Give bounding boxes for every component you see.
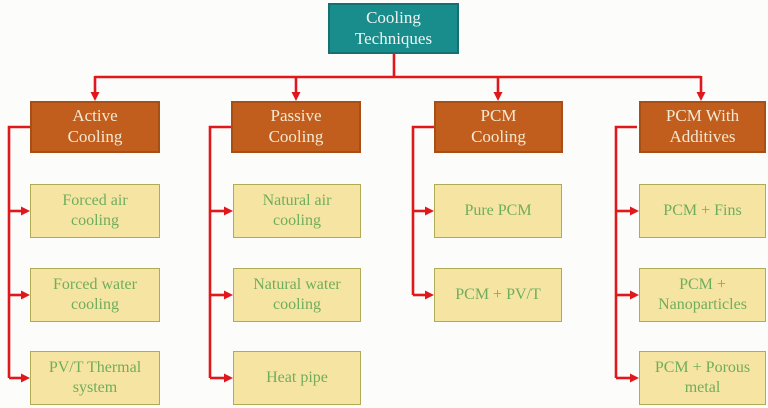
node-leaf-natural-water-cooling: Natural water cooling: [233, 268, 361, 322]
leaf-label: Heat pipe: [266, 369, 328, 387]
node-leaf-pcm-plus-nanoparticles: PCM + Nanoparticles: [639, 268, 766, 322]
rail-col-1: [7, 125, 30, 378]
node-leaf-forced-air-cooling: Forced air cooling: [30, 184, 160, 238]
leaf-label: Pure PCM: [464, 202, 532, 220]
header-label: Passive Cooling: [268, 106, 324, 146]
leaf-label: Natural air cooling: [262, 192, 332, 229]
leaf-label: PCM + Porous metal: [654, 359, 751, 396]
top-rail-line: [95, 54, 701, 79]
node-header-pcm-cooling: PCM Cooling: [434, 101, 563, 153]
node-leaf-pcm-plus-fins: PCM + Fins: [639, 184, 766, 238]
node-header-pcm-with-additives: PCM With Additives: [639, 101, 766, 153]
rail-col-4: [614, 125, 637, 378]
leaf-label: Forced air cooling: [62, 192, 128, 229]
leaf-label: Forced water cooling: [53, 276, 137, 313]
node-leaf-pvt-thermal-system: PV/T Thermal system: [30, 351, 160, 405]
leaf-label: PCM + Nanoparticles: [658, 276, 747, 313]
node-root-cooling-techniques: Cooling Techniques: [328, 3, 459, 54]
leaf-label: Natural water cooling: [253, 276, 341, 313]
root-label: Cooling Techniques: [354, 7, 433, 48]
leaf-label: PCM + Fins: [663, 202, 742, 220]
node-header-active-cooling: Active Cooling: [30, 101, 160, 153]
rail-col-3: [411, 125, 434, 295]
node-leaf-pcm-plus-pvt: PCM + PV/T: [434, 268, 562, 322]
node-leaf-heat-pipe: Heat pipe: [233, 351, 361, 405]
node-leaf-pcm-plus-porous-metal: PCM + Porous metal: [639, 351, 766, 405]
header-label: PCM With Additives: [665, 106, 740, 146]
leaf-label: PCM + PV/T: [455, 286, 541, 304]
node-leaf-natural-air-cooling: Natural air cooling: [233, 184, 361, 238]
node-leaf-forced-water-cooling: Forced water cooling: [30, 268, 160, 322]
header-label: PCM Cooling: [471, 106, 526, 146]
node-leaf-pure-pcm: Pure PCM: [434, 184, 562, 238]
leaf-label: PV/T Thermal system: [48, 359, 142, 396]
node-header-passive-cooling: Passive Cooling: [231, 101, 361, 153]
rail-col-2: [208, 125, 231, 378]
header-label: Active Cooling: [67, 106, 123, 146]
